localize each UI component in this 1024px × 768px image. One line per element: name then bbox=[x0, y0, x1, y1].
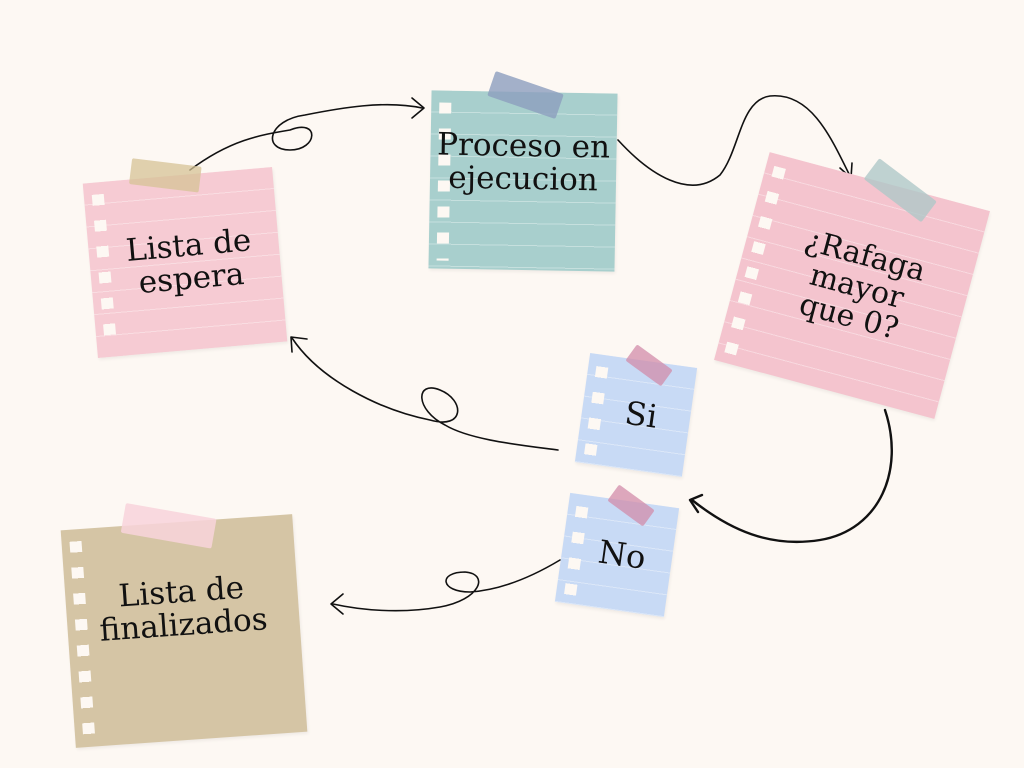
arrowhead-waiting-to-running bbox=[411, 97, 425, 119]
arrow-yes-to-waiting bbox=[291, 337, 559, 451]
waiting-list-label: Lista de espera bbox=[124, 222, 253, 301]
arrowhead-question-to-answers bbox=[688, 493, 704, 514]
arrowhead-yes-to-waiting bbox=[290, 336, 308, 353]
answer-yes-label: Si bbox=[622, 393, 660, 436]
arrow-no-to-finished bbox=[332, 559, 561, 612]
arrow-waiting-to-running bbox=[189, 103, 423, 171]
note-waiting-list: Lista de espera bbox=[82, 158, 288, 358]
arrowhead-no-to-finished bbox=[330, 593, 344, 615]
running-process-label: Proceso en ejecucion bbox=[436, 126, 611, 199]
answer-no-label: No bbox=[596, 532, 649, 578]
note-answer-yes: Si bbox=[574, 344, 698, 477]
arrow-running-to-question bbox=[617, 95, 851, 186]
note-finished-list: Lista de finalizados bbox=[60, 503, 308, 748]
arrow-question-to-answers bbox=[690, 408, 893, 544]
note-answer-no: No bbox=[554, 484, 680, 618]
note-running-process: Proceso en ejecucion bbox=[428, 71, 618, 272]
finished-list-label: Lista de finalizados bbox=[98, 570, 269, 649]
